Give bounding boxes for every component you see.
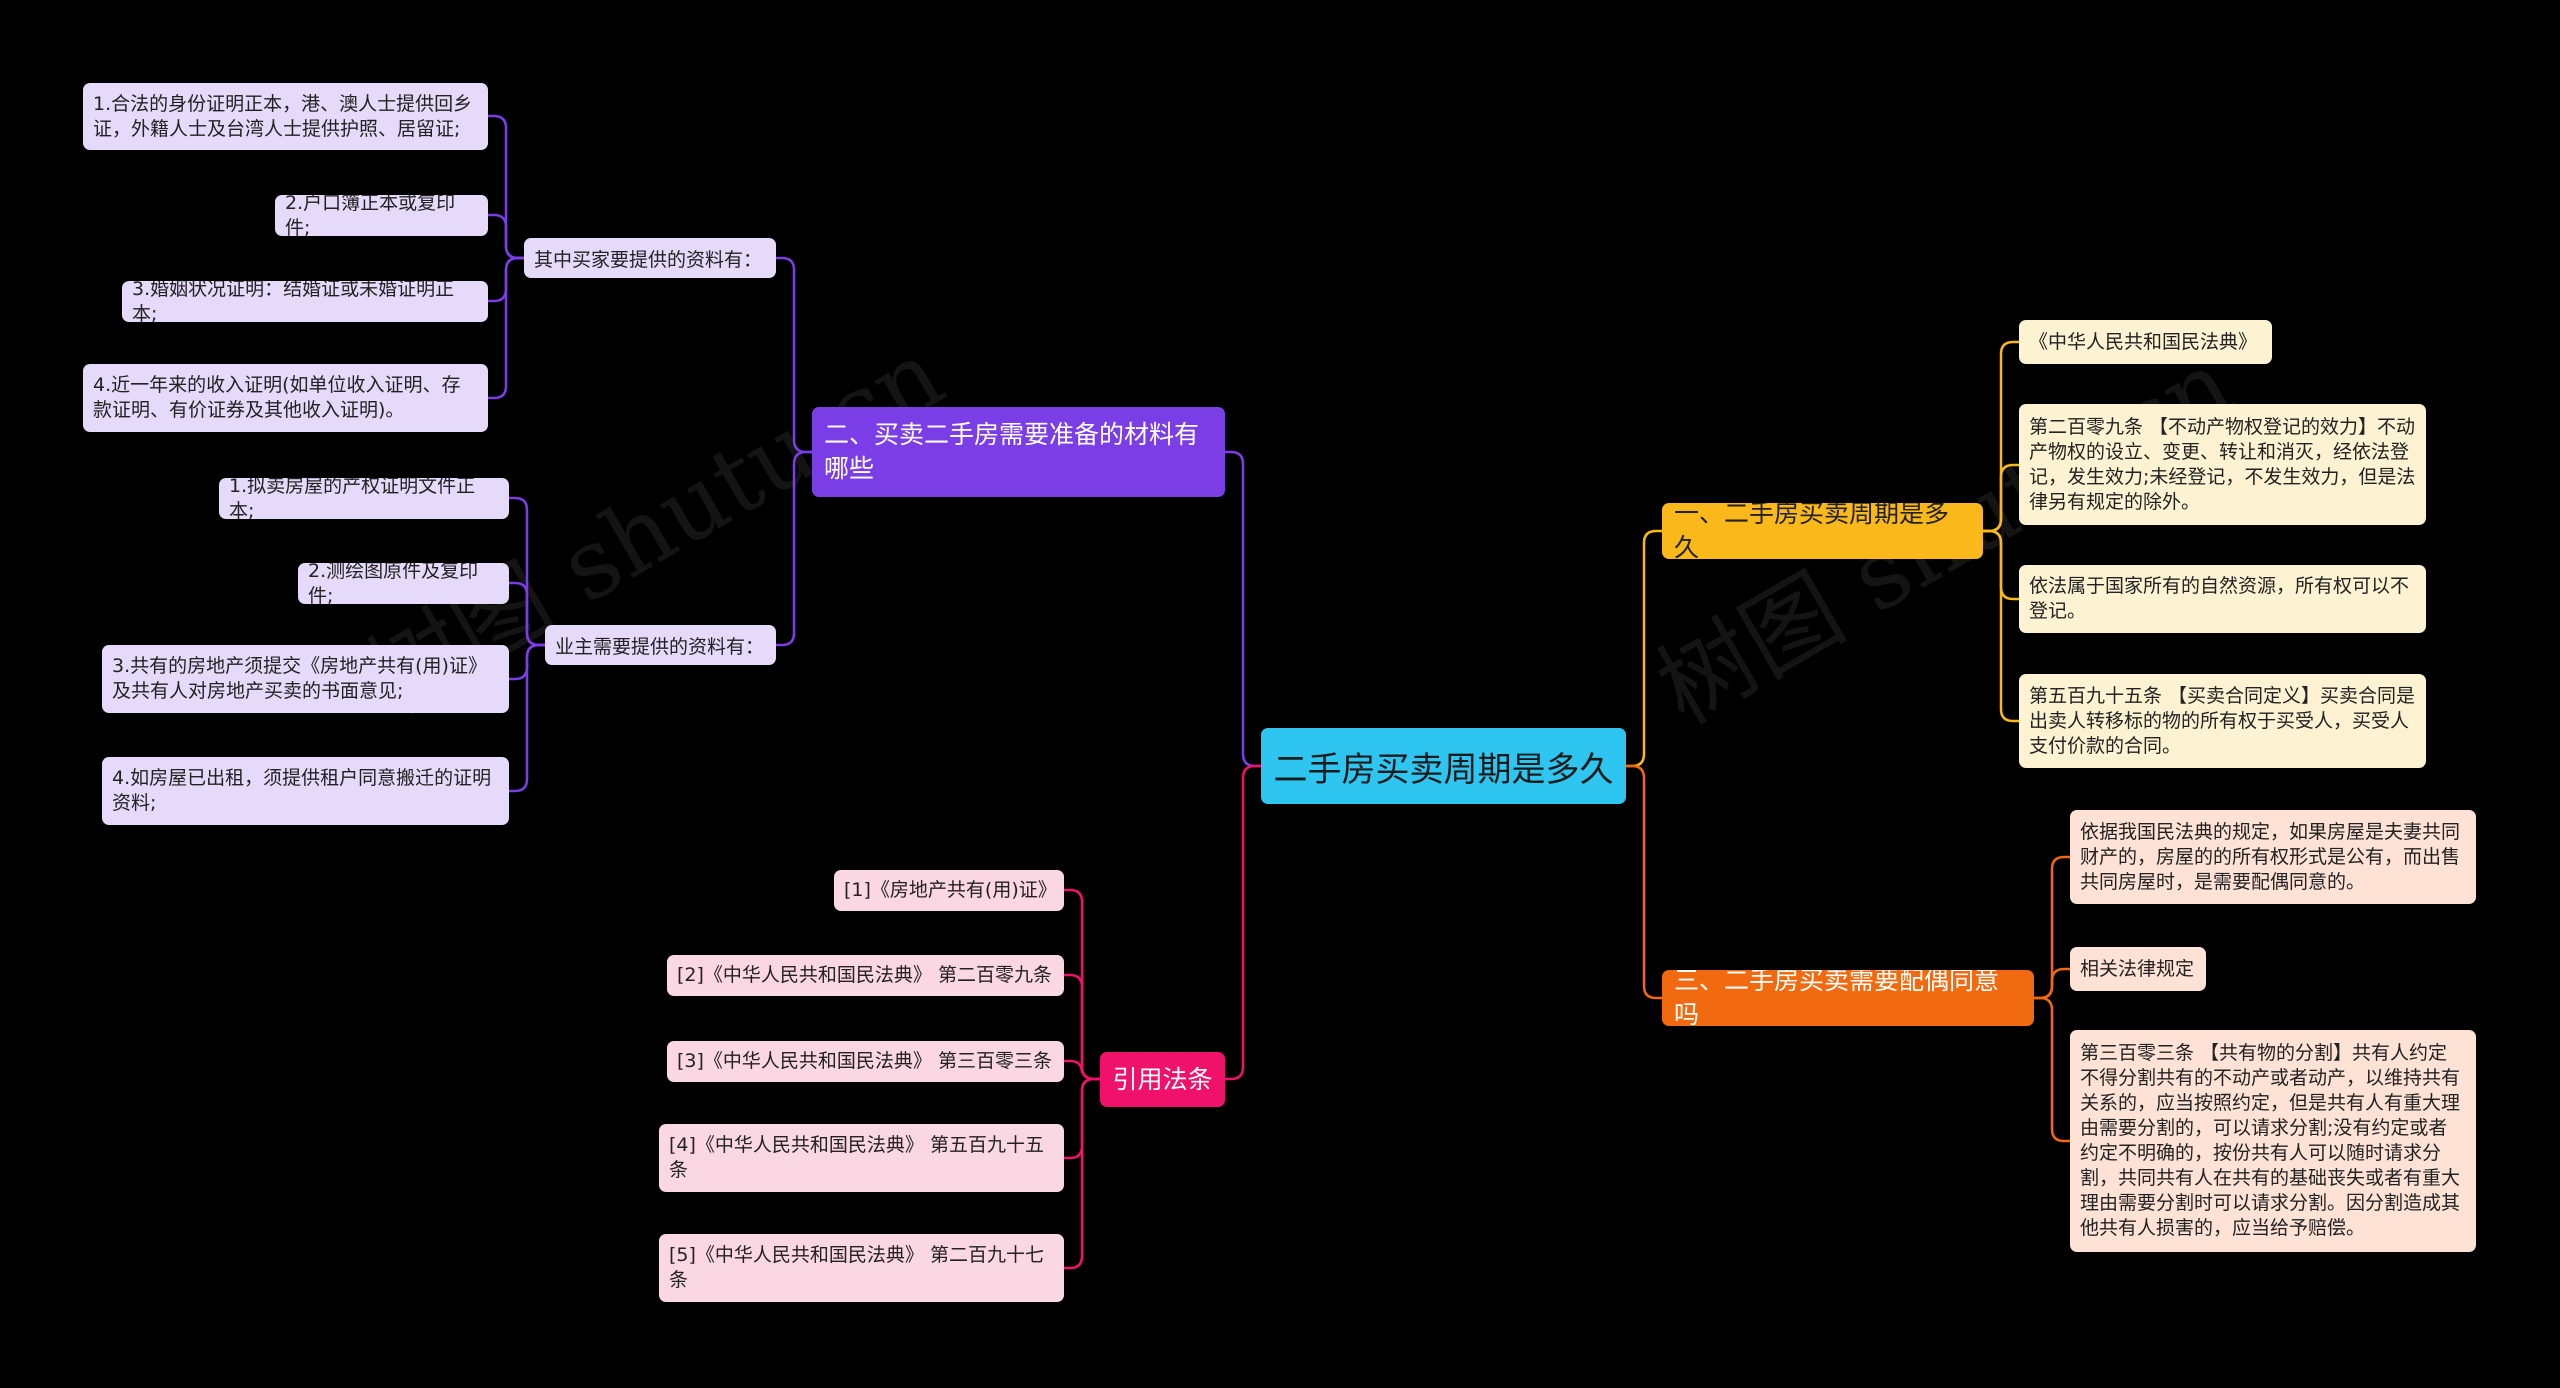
citation-item-2[interactable]: [2]《中华人民共和国民法典》 第二百零九条 (667, 955, 1064, 996)
buyer-item-1[interactable]: 1.合法的身份证明正本，港、澳人士提供回乡证，外籍人士及台湾人士提供护照、居留证… (83, 83, 488, 150)
cycle-item-3[interactable]: 依法属于国家所有的自然资源，所有权可以不登记。 (2019, 565, 2426, 633)
spouse-item-1[interactable]: 依据我国民法典的规定，如果房屋是夫妻共同财产的，房屋的的所有权形式是公有，而出售… (2070, 810, 2476, 904)
seller-item-3[interactable]: 3.共有的房地产须提交《房地产共有(用)证》及共有人对房地产买卖的书面意见; (102, 645, 509, 713)
citation-item-4[interactable]: [4]《中华人民共和国民法典》 第五百九十五条 (659, 1124, 1064, 1192)
cycle-item-1[interactable]: 《中华人民共和国民法典》 (2019, 320, 2272, 364)
buyer-item-4[interactable]: 4.近一年来的收入证明(如单位收入证明、存款证明、有价证券及其他收入证明)。 (83, 364, 488, 432)
cycle-item-2[interactable]: 第二百零九条 【不动产物权登记的效力】不动产物权的设立、变更、转让和消灭，经依法… (2019, 404, 2426, 525)
buyer-item-2[interactable]: 2.户口簿正本或复印件; (275, 195, 488, 236)
citation-item-3[interactable]: [3]《中华人民共和国民法典》 第三百零三条 (667, 1041, 1064, 1082)
branch-citations[interactable]: 引用法条 (1100, 1052, 1225, 1107)
branch-spouse[interactable]: 三、二手房买卖需要配偶同意吗 (1662, 970, 2034, 1026)
root-node[interactable]: 二手房买卖周期是多久 (1261, 728, 1626, 804)
citation-item-1[interactable]: [1]《房地产共有(用)证》 (834, 870, 1064, 911)
branch-cycle[interactable]: 一、二手房买卖周期是多久 (1662, 503, 1983, 559)
seller-item-1[interactable]: 1.拟卖房屋的产权证明文件正本; (219, 478, 509, 519)
buyer-materials-label[interactable]: 其中买家要提供的资料有： (524, 238, 776, 278)
spouse-item-2[interactable]: 相关法律规定 (2070, 947, 2206, 991)
cycle-item-4[interactable]: 第五百九十五条 【买卖合同定义】买卖合同是出卖人转移标的物的所有权于买受人，买受… (2019, 674, 2426, 768)
spouse-item-3[interactable]: 第三百零三条 【共有物的分割】共有人约定不得分割共有的不动产或者动产，以维持共有… (2070, 1030, 2476, 1252)
citation-item-5[interactable]: [5]《中华人民共和国民法典》 第二百九十七条 (659, 1234, 1064, 1302)
seller-item-4[interactable]: 4.如房屋已出租，须提供租户同意搬迁的证明资料; (102, 757, 509, 825)
branch-materials[interactable]: 二、买卖二手房需要准备的材料有哪些 (812, 407, 1225, 497)
buyer-item-3[interactable]: 3.婚姻状况证明：结婚证或未婚证明正本; (122, 281, 488, 322)
seller-item-2[interactable]: 2.测绘图原件及复印件; (298, 563, 509, 604)
seller-materials-label[interactable]: 业主需要提供的资料有： (545, 625, 776, 665)
